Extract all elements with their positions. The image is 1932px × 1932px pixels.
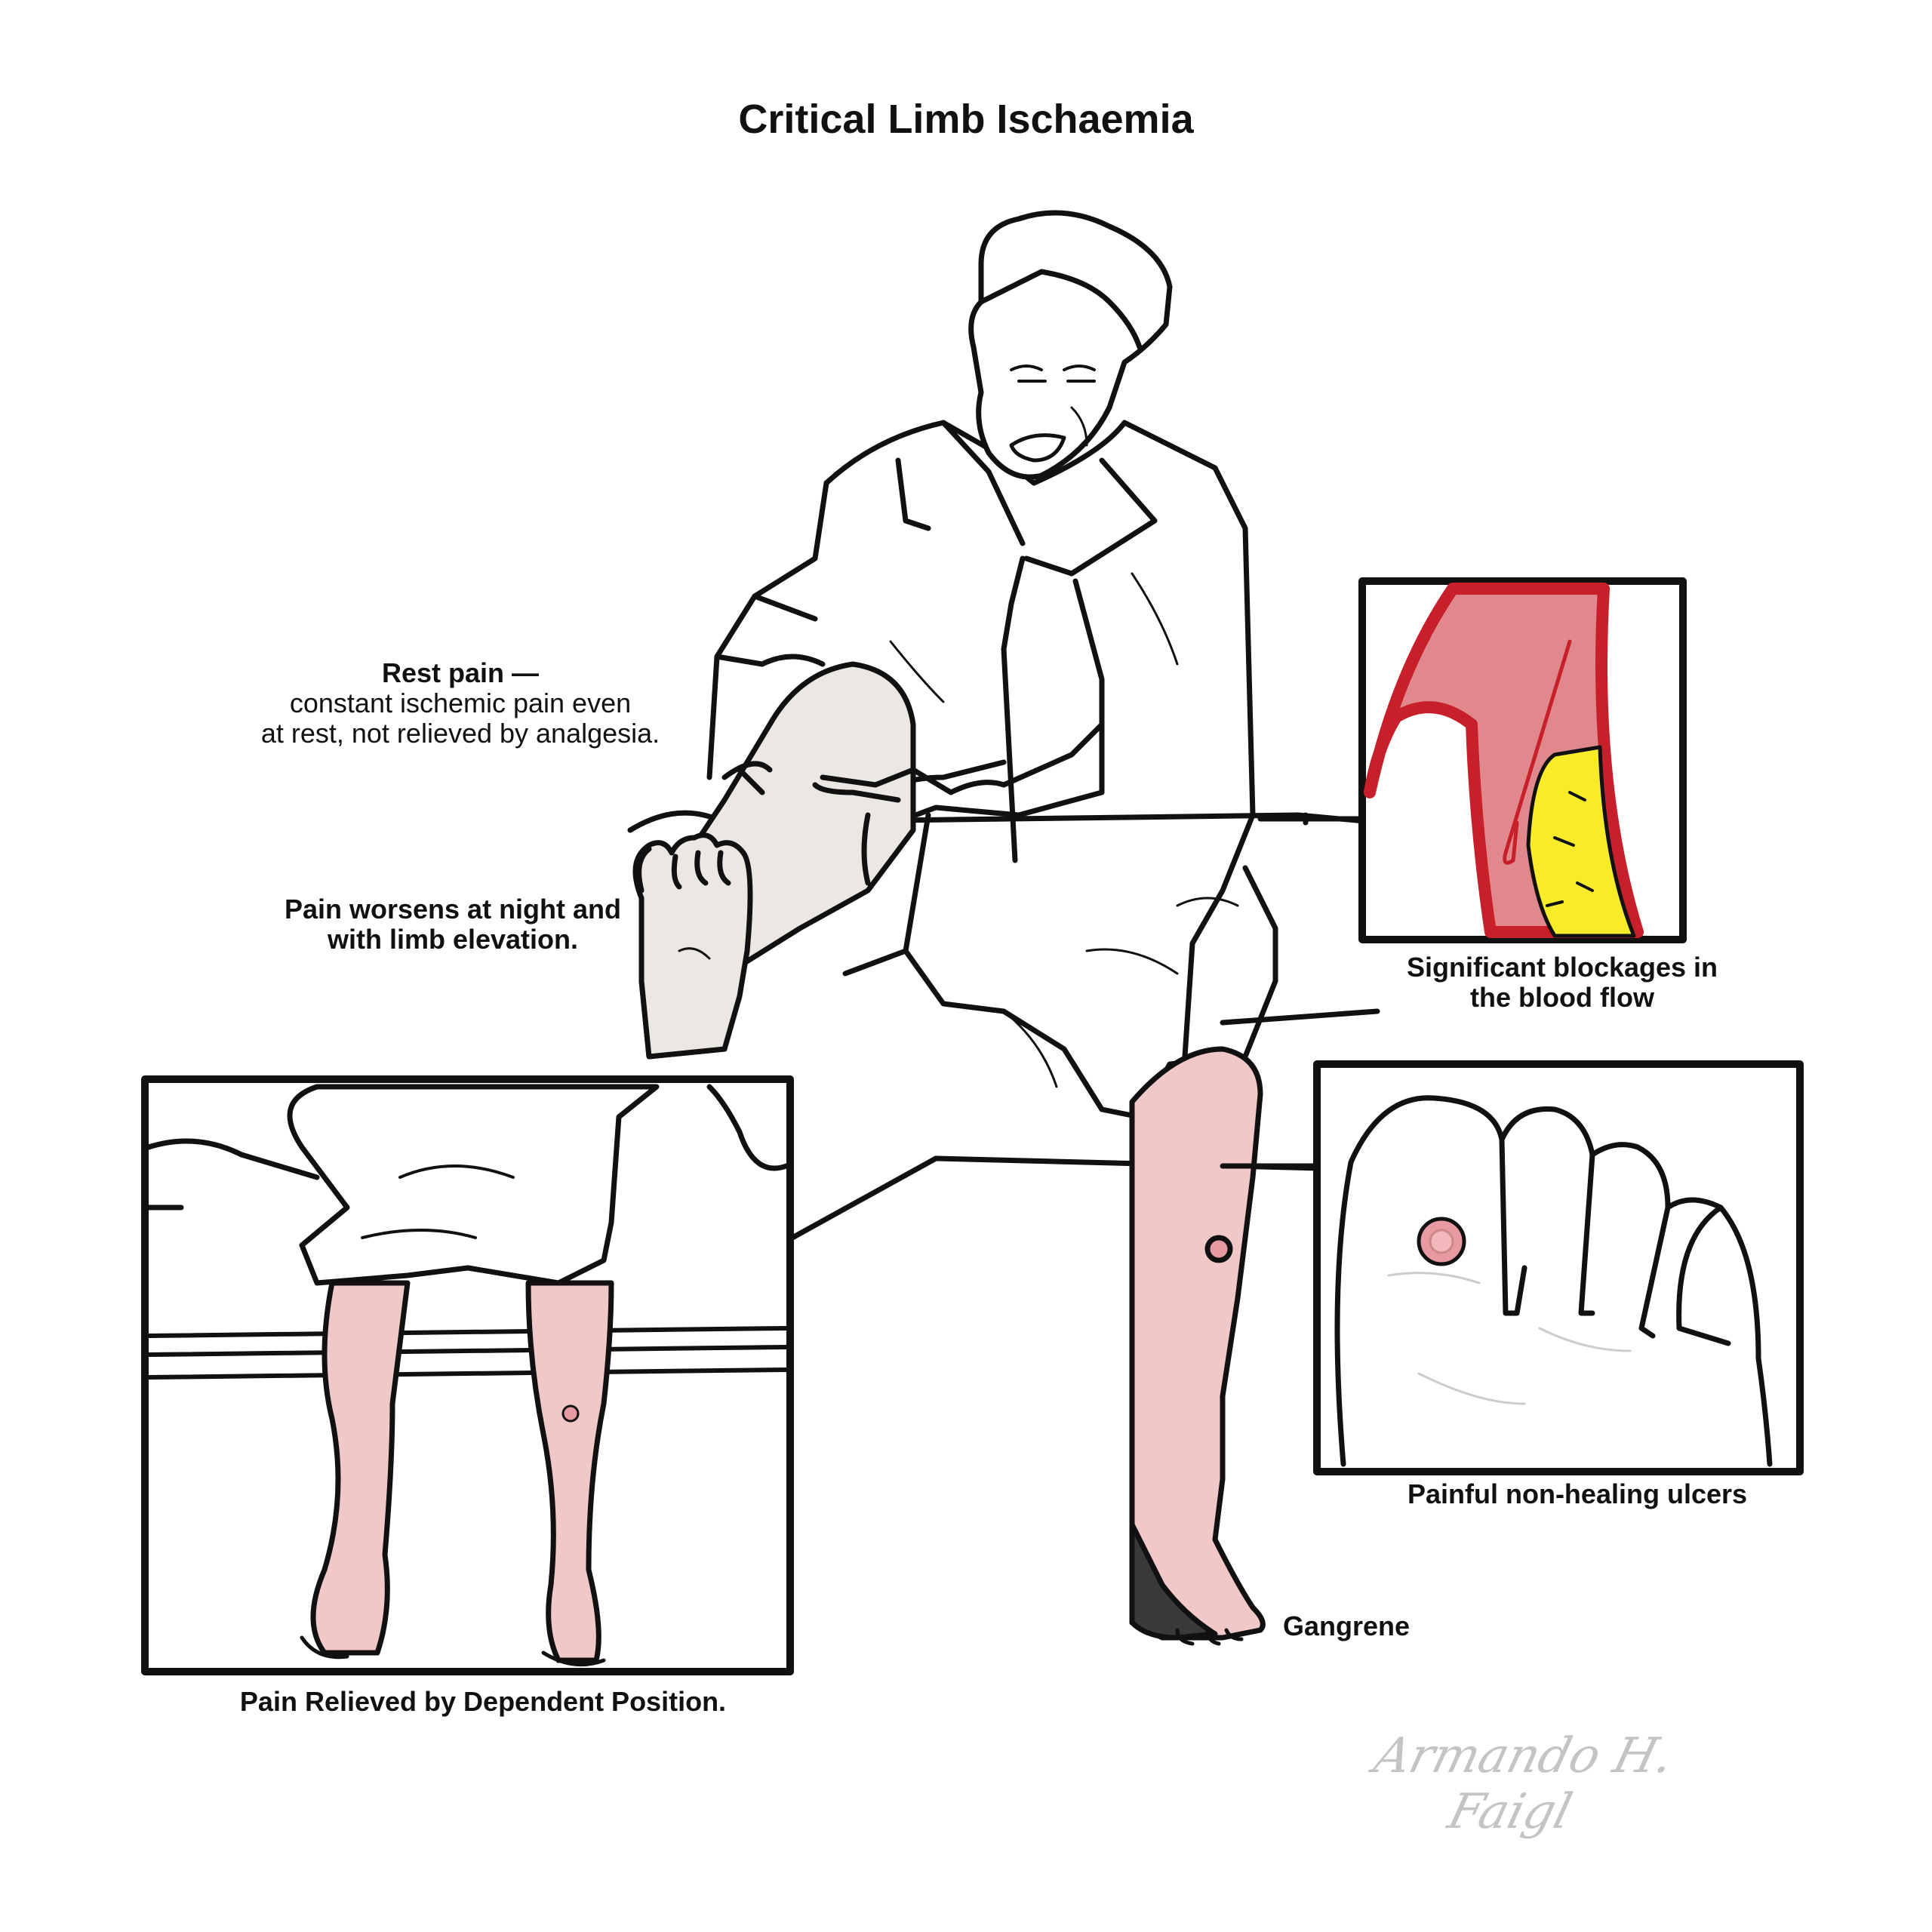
artist-signature: Armando H. Faigl xyxy=(1368,1728,1679,1840)
arms xyxy=(714,593,1105,886)
raised-leg xyxy=(632,661,916,1060)
patient-head xyxy=(968,210,1173,480)
gangrene-label: Gangrene xyxy=(1283,1611,1411,1641)
dependent-inset xyxy=(141,1075,794,1675)
standing-leg xyxy=(1129,1046,1266,1646)
rest-pain-heading: Rest pain — xyxy=(381,657,540,688)
ulcer-inset xyxy=(1220,1060,1804,1475)
blockage-caption: Significant blockages in the blood flow xyxy=(1406,952,1718,1013)
rest-pain-line-2: at rest, not relieved by analgesia. xyxy=(260,718,660,749)
blockage-inset xyxy=(1220,577,1687,1026)
dependent-caption: Pain Relieved by Dependent Position. xyxy=(239,1686,727,1717)
rest-pain-label: Rest pain — constant ischemic pain even … xyxy=(181,658,740,749)
rest-pain-line-1: constant ischemic pain even xyxy=(289,688,632,718)
page-title: Critical Limb Ischaemia xyxy=(738,97,1194,142)
night-pain-label: Pain worsens at night and with limb elev… xyxy=(284,894,622,955)
ulcer-caption: Painful non-healing ulcers xyxy=(1407,1478,1748,1509)
